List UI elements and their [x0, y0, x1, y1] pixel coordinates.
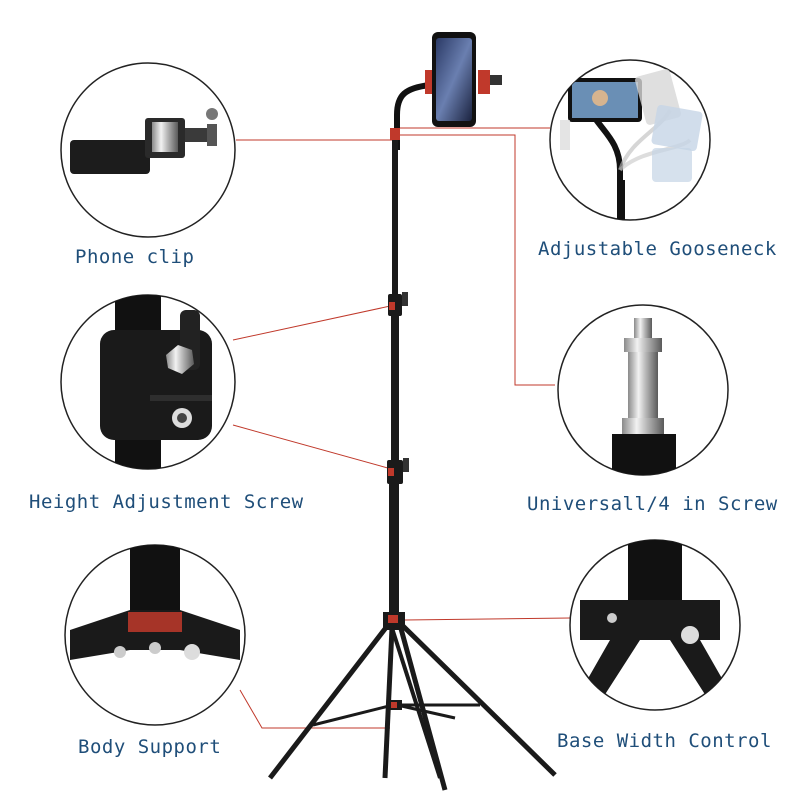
base-width-image: [569, 539, 741, 711]
phone-clip-image: [60, 62, 236, 238]
leader-lines: [232, 127, 571, 729]
body-support-label: Body Support: [78, 736, 222, 758]
gooseneck-label: Adjustable Gooseneck: [538, 238, 777, 260]
base-width-label: Base Width Control: [557, 730, 772, 752]
quarter-inch-screw-image: [557, 304, 729, 476]
body-support-image: [64, 544, 246, 726]
tripod-stand: [268, 32, 557, 791]
height-screw-image: [60, 294, 236, 470]
universal-screw-label: Universall/4 in Screw: [527, 493, 778, 515]
height-screw-label: Height Adjustment Screw: [29, 491, 304, 513]
phone-clip-label: Phone clip: [75, 246, 195, 268]
gooseneck-image: [549, 59, 711, 221]
